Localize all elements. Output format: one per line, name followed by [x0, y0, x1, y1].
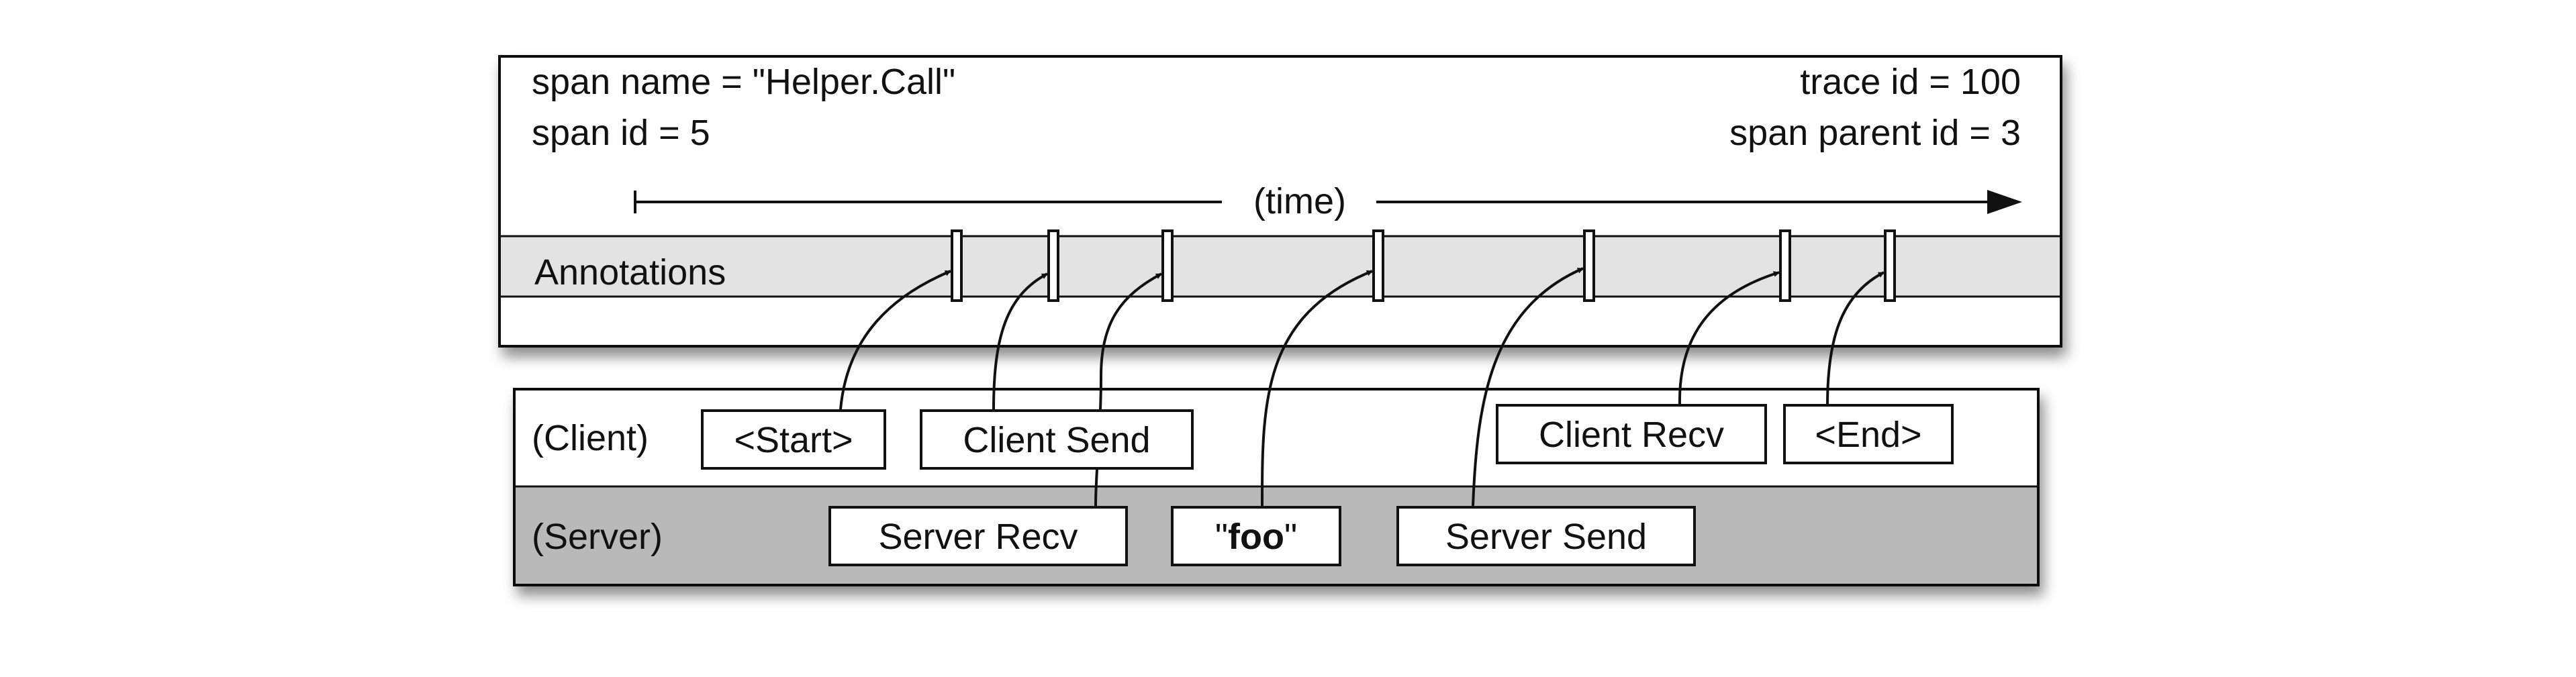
connector-server-send — [1472, 267, 1584, 507]
time-label: (time) — [1253, 181, 1346, 221]
time-axis: (time) — [634, 181, 2022, 221]
foo-quote-close: " — [1284, 517, 1297, 557]
time-arrowhead — [1987, 190, 2022, 214]
start-event-label: <Start> — [734, 420, 853, 460]
span-parent-id: span parent id = 3 — [1729, 113, 2021, 153]
annotation-tick — [951, 229, 963, 302]
annotation-tick — [1583, 229, 1595, 302]
annotation-ticks — [951, 229, 1896, 302]
annotations-band — [501, 236, 2060, 297]
annotation-tick — [1372, 229, 1384, 302]
annotations-label: Annotations — [534, 252, 726, 293]
start-event-box — [701, 409, 886, 470]
span-name: span name = "Helper.Call" — [532, 62, 955, 102]
end-event-label: <End> — [1815, 415, 1921, 455]
annotation-tick — [1884, 229, 1896, 302]
annotation-tick — [1779, 229, 1791, 302]
trace-id: trace id = 100 — [1800, 62, 2021, 102]
span-id: span id = 5 — [532, 113, 710, 153]
client-send-label: Client Send — [963, 420, 1150, 460]
client-recv-label: Client Recv — [1539, 415, 1724, 455]
server-recv-label: Server Recv — [878, 517, 1078, 557]
server-row-label: (Server) — [532, 517, 663, 557]
connector-client-recv — [1678, 271, 1780, 406]
annotation-tick — [1161, 229, 1174, 302]
foo-event-box — [1171, 506, 1341, 566]
foo-value: foo — [1228, 517, 1284, 557]
connector-end — [1826, 271, 1885, 406]
client-send-box — [920, 409, 1194, 470]
connector-foo — [1261, 270, 1373, 508]
client-recv-box — [1496, 404, 1767, 464]
client-row-label: (Client) — [532, 418, 649, 458]
foo-event-label: "foo" — [1215, 517, 1297, 557]
end-event-box — [1783, 404, 1954, 464]
server-events: Server Recv "foo" Server Send — [828, 506, 1696, 566]
annotation-tick — [1047, 229, 1059, 302]
client-events: <Start> Client Send Client Recv <End> — [701, 404, 1954, 470]
server-recv-box — [828, 506, 1128, 566]
foo-quote-open: " — [1215, 517, 1228, 557]
server-send-label: Server Send — [1445, 517, 1647, 557]
server-send-box — [1396, 506, 1696, 566]
connector-client-send — [992, 272, 1048, 410]
connector-start — [839, 270, 951, 410]
